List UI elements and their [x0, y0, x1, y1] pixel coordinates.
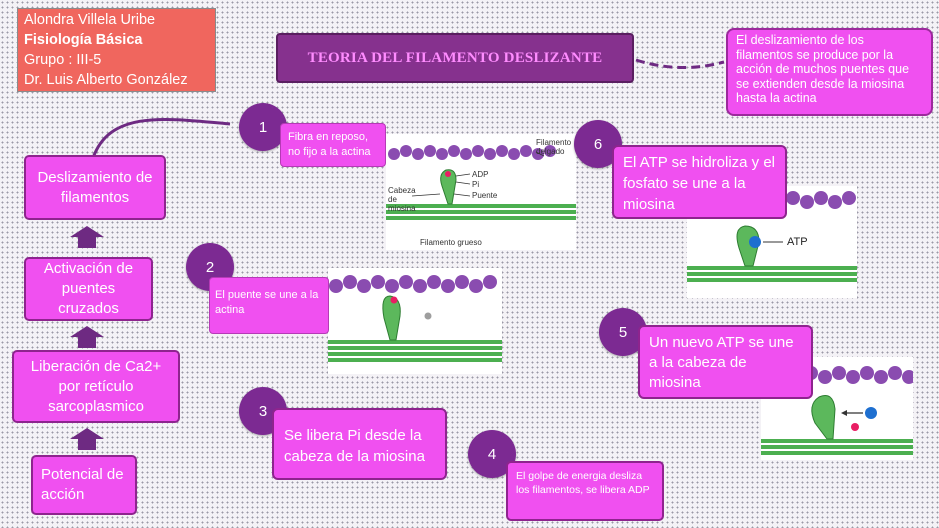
figure-resting-fiber: Filamento delgado ADP Pi Cabeza de miosi…	[386, 134, 576, 250]
step-box-6: El ATP se hidroliza y el fosfato se une …	[612, 145, 787, 219]
group-label: Grupo : III-5	[24, 52, 102, 68]
step-number-6: 6	[574, 120, 622, 168]
flow-box-calcium: Liberación de Ca2+ por retículo sarcopla…	[12, 350, 180, 423]
header-info-box: Alondra Villela Uribe Fisiología Básica …	[17, 8, 216, 92]
flow-box-action-potential: Potencial de acción	[31, 455, 137, 515]
summary-box: El deslizamiento de los filamentos se pr…	[726, 28, 933, 116]
step-box-1: Fibra en reposo, no fijo a la actina	[280, 123, 386, 167]
page-title-box: TEORIA DEL FILAMENTO DESLIZANTE	[276, 33, 634, 83]
title-summary-connector	[635, 58, 725, 69]
figure-new-atp	[761, 357, 913, 460]
flow-box-sliding: Deslizamiento de filamentos	[24, 155, 166, 220]
page-title: TEORIA DEL FILAMENTO DESLIZANTE	[307, 49, 603, 66]
teacher-name: Dr. Luis Alberto González	[24, 72, 188, 88]
label-myosin-head: Cabeza de miosina	[388, 186, 416, 213]
step-number-1: 1	[239, 103, 287, 151]
summary-text: El deslizamiento de los filamentos se pr…	[736, 33, 910, 105]
label-adp: ADP	[472, 170, 489, 179]
arrow-up-icon	[70, 326, 104, 348]
flow-box-crossbridge: Activación de puentes cruzados	[24, 257, 153, 321]
label-pi: Pi	[472, 180, 480, 189]
arrow-up-icon	[70, 428, 104, 450]
flow-step1-connector	[91, 117, 231, 159]
subject-name: Fisiología Básica	[24, 32, 143, 48]
step-box-2: El puente se une a la actina	[209, 277, 329, 334]
label-thick-filament: Filamento grueso	[420, 238, 482, 247]
arrow-up-icon	[70, 226, 104, 248]
label-thin-filament: Filamento delgado	[536, 138, 572, 156]
label-atp: ATP	[787, 236, 808, 248]
step-box-3: Se libera Pi desde la cabeza de la miosi…	[272, 408, 447, 480]
figure-bridge-binding	[328, 268, 502, 374]
label-bridge: Puente	[472, 191, 498, 200]
step-box-4: El golpe de energia desliza los filament…	[506, 461, 664, 521]
step-box-5: Un nuevo ATP se une a la cabeza de miosi…	[638, 325, 813, 399]
author-name: Alondra Villela Uribe	[24, 12, 156, 28]
